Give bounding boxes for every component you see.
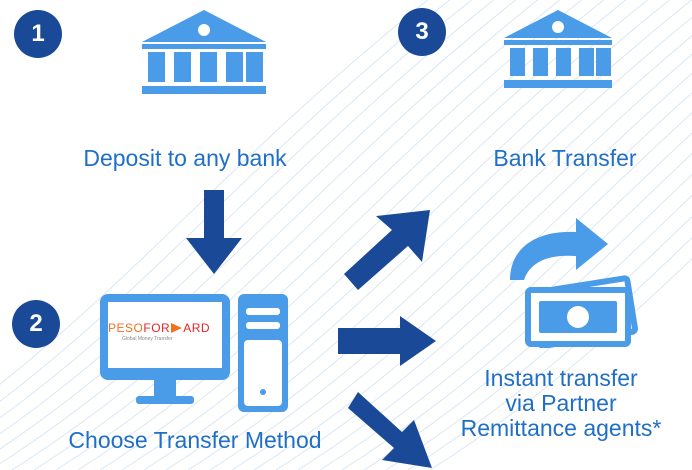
background-line: [33, 0, 583, 470]
play-icon: [171, 323, 183, 333]
step-1-label: Deposit to any bank: [83, 145, 287, 171]
background-line: [11, 0, 561, 470]
right-arrow-icon: [338, 316, 436, 366]
background-line: [341, 173, 692, 470]
brand-tagline: Global Money Transfer: [122, 336, 173, 342]
background-line: [231, 72, 692, 470]
down-arrow-icon: [186, 190, 242, 274]
bank-icon: [504, 10, 612, 88]
instant-line-1: Instant transfer: [484, 365, 638, 391]
step-2-label: Choose Transfer Method: [68, 427, 322, 453]
background-line: [0, 0, 451, 403]
instant-line-2: via Partner: [505, 390, 617, 416]
diagonal-up-arrow-icon: [344, 210, 430, 290]
background-line: [209, 53, 692, 470]
brand-suffix: ARD: [183, 321, 211, 335]
step-badge-2: 2: [12, 300, 60, 348]
bank-icon: [142, 10, 266, 94]
cash-transfer-icon: [510, 218, 638, 348]
background-line: [363, 194, 692, 470]
brand-mid: FOR: [143, 321, 171, 335]
background-line: [385, 215, 692, 470]
background-line: [0, 0, 517, 450]
computer-icon: [100, 294, 288, 412]
diagonal-down-arrow-icon: [348, 392, 432, 468]
instant-transfer-label: Instant transfer via Partner Remittance …: [430, 366, 692, 441]
pesoforward-logo: PESOFOR ARD Global Money Transfer: [108, 321, 232, 342]
step-badge-3: 3: [398, 8, 446, 56]
instant-line-3: Remittance agents*: [460, 415, 662, 441]
brand-prefix: PESO: [108, 321, 144, 335]
background-line: [0, 0, 539, 465]
step-badge-1: 1: [14, 10, 62, 58]
background-line: [0, 0, 429, 385]
background-line: [407, 237, 692, 470]
step-3-label: Bank Transfer: [493, 145, 637, 171]
background-line: [429, 258, 692, 470]
